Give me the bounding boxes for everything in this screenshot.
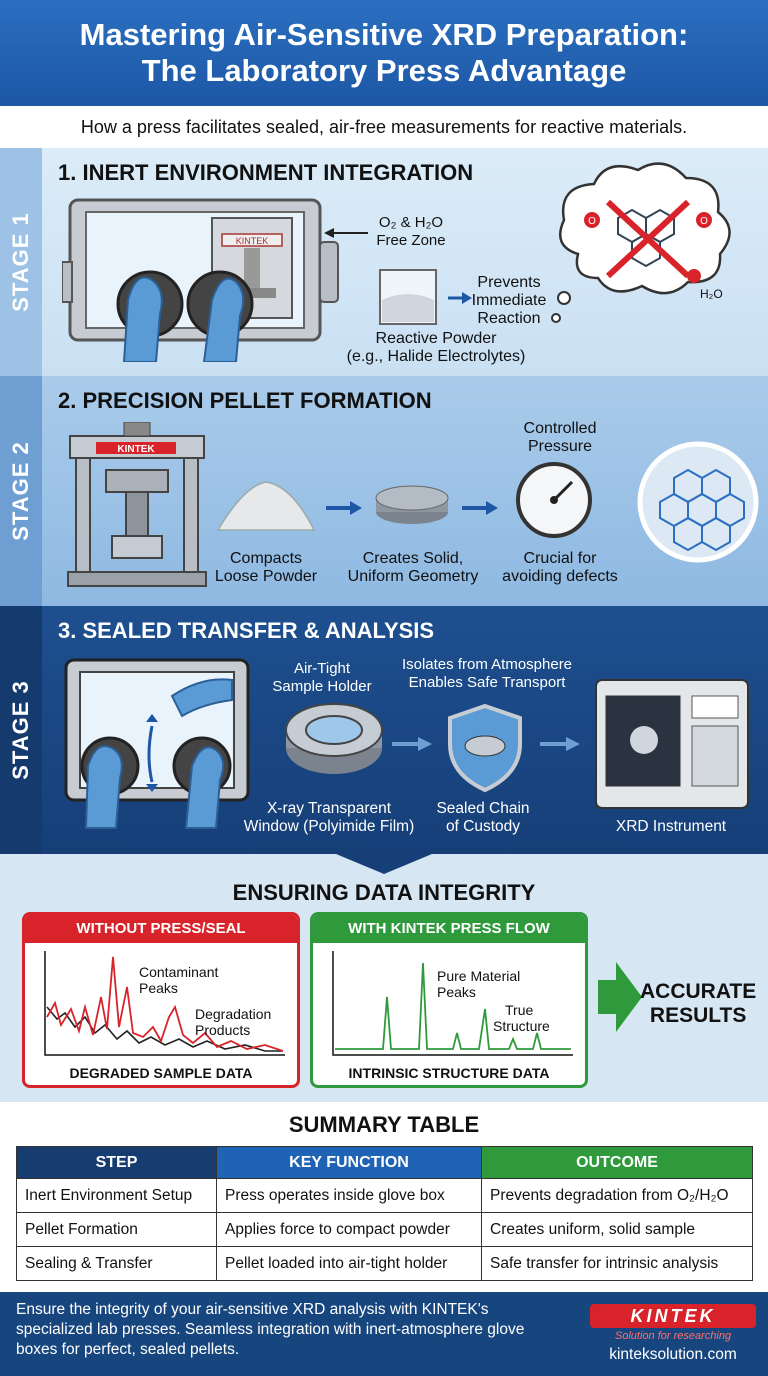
arrow-right-icon xyxy=(326,501,362,515)
table-cell: Pellet loaded into air-tight holder xyxy=(216,1246,482,1281)
arrow-right-icon xyxy=(598,962,642,1032)
arrow-right-icon xyxy=(392,737,432,751)
stage-3-title: 3. SEALED TRANSFER & ANALYSIS xyxy=(58,618,435,643)
table-cell: Creates uniform, solid sample xyxy=(481,1212,753,1247)
crystal-lattice-icon xyxy=(637,441,759,563)
with-header: WITH KINTEK PRESS FLOW xyxy=(313,915,585,943)
table-cell: Pellet Formation xyxy=(16,1212,217,1247)
header: Mastering Air-Sensitive XRD Preparation:… xyxy=(0,0,768,106)
beaker-icon xyxy=(379,269,437,325)
stage-1-tab: STAGE 1 xyxy=(0,148,42,376)
page-subtitle: How a press facilitates sealed, air-free… xyxy=(0,106,768,148)
table-cell: Prevents degradation from O₂/H₂O xyxy=(481,1178,753,1213)
summary-title: SUMMARY TABLE xyxy=(288,1112,480,1137)
summary-section: SUMMARY TABLE STEP KEY FUNCTION OUTCOME … xyxy=(0,1102,768,1292)
column-header: KEY FUNCTION xyxy=(216,1146,482,1179)
table-header-row: STEP KEY FUNCTION OUTCOME xyxy=(16,1146,753,1179)
chevron-down-icon xyxy=(336,854,432,874)
stage-2-tab: STAGE 2 xyxy=(0,376,42,606)
stage-2: STAGE 2 2. PRECISION PELLET FORMATION KI… xyxy=(0,376,768,606)
logo-tagline: Solution for researching xyxy=(614,1330,732,1342)
table-cell: Press operates inside glove box xyxy=(216,1178,482,1213)
website-link[interactable]: kinteksolution.com xyxy=(609,1346,737,1363)
footer: Ensure the integrity of your air-sensiti… xyxy=(0,1292,768,1376)
oxygen-text: O xyxy=(588,216,596,227)
water-text: H₂O xyxy=(700,287,723,301)
pellet-icon xyxy=(375,485,449,524)
table-row: Sealing & Transfer Pellet loaded into ai… xyxy=(16,1246,753,1281)
creates-label: Creates Solid,Uniform Geometry xyxy=(347,550,479,585)
stage-3: STAGE 3 3. SEALED TRANSFER & ANALYSIS Ai… xyxy=(0,606,768,854)
page-title: Mastering Air-Sensitive XRD Preparation:… xyxy=(79,17,689,88)
table-cell: Safe transfer for intrinsic analysis xyxy=(481,1246,753,1281)
stage-1-title: 1. INERT ENVIRONMENT INTEGRATION xyxy=(58,160,474,185)
table-cell: Inert Environment Setup xyxy=(16,1178,217,1213)
table-row: Inert Environment Setup Press operates i… xyxy=(16,1178,753,1213)
xrd-instrument-icon xyxy=(595,679,749,809)
column-header: STEP xyxy=(16,1146,217,1179)
arrow-right-icon xyxy=(462,501,498,515)
footer-text: Ensure the integrity of your air-sensiti… xyxy=(16,1301,525,1358)
table-row: Pellet Formation Applies force to compac… xyxy=(16,1212,753,1247)
arrow-right-icon xyxy=(448,292,472,304)
data-integrity-section: ENSURING DATA INTEGRITY WITHOUT PRESS/SE… xyxy=(0,854,768,1102)
pressure-gauge-icon xyxy=(516,462,592,538)
stage-2-title: 2. PRECISION PELLET FORMATION xyxy=(58,388,432,413)
loose-powder-icon xyxy=(216,481,316,531)
arrow-right-icon xyxy=(540,737,580,751)
table-cell: Applies force to compact powder xyxy=(216,1212,482,1247)
shield-icon xyxy=(448,703,522,793)
summary-table: STEP KEY FUNCTION OUTCOME Inert Environm… xyxy=(16,1146,753,1281)
powder-label: Reactive Powder(e.g., Halide Electrolyte… xyxy=(346,330,526,365)
press-plate-text: KINTEK xyxy=(236,236,269,246)
press-brand-text: KINTEK xyxy=(117,444,155,455)
integrity-title: ENSURING DATA INTEGRITY xyxy=(232,880,536,905)
thought-bubble-icon: O O H₂O xyxy=(551,162,731,323)
glovebox-transfer-icon xyxy=(64,658,250,829)
kintek-logo: KINTEK xyxy=(590,1304,756,1328)
sample-holder-icon xyxy=(285,703,383,774)
without-footer: DEGRADED SAMPLE DATA xyxy=(69,1065,253,1081)
table-cell: Sealing & Transfer xyxy=(16,1246,217,1281)
arrow-left-icon xyxy=(324,228,368,238)
column-header: OUTCOME xyxy=(481,1146,753,1179)
oxygen-text-2: O xyxy=(700,216,708,227)
stage-3-tab: STAGE 3 xyxy=(0,606,42,854)
stage-1: STAGE 1 1. INERT ENVIRONMENT INTEGRATION… xyxy=(0,148,768,376)
without-header: WITHOUT PRESS/SEAL xyxy=(25,915,297,943)
with-footer: INTRINSIC STRUCTURE DATA xyxy=(348,1065,550,1081)
lab-press-icon: KINTEK xyxy=(67,422,207,587)
glovebox-icon: KINTEK xyxy=(62,198,339,362)
xrd-label: XRD Instrument xyxy=(615,818,727,835)
